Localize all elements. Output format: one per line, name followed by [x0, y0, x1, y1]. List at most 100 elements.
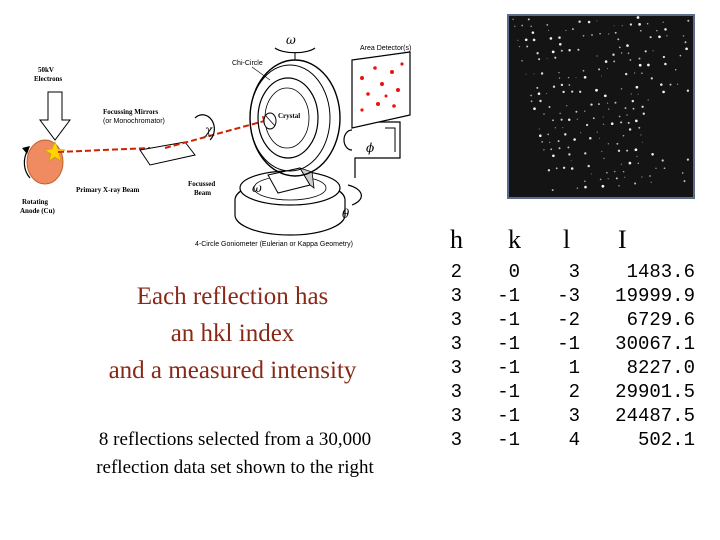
cell-l: -1 — [557, 333, 580, 355]
diffraction-spot — [681, 172, 684, 174]
diffraction-spot — [565, 29, 567, 32]
diffraction-spot — [603, 94, 607, 98]
diffraction-spot — [636, 16, 640, 19]
diffraction-spot — [685, 47, 688, 51]
diffraction-spot — [585, 123, 589, 127]
diffraction-spot — [568, 153, 571, 156]
cell-h: 3 — [450, 429, 462, 451]
diffraction-spot — [601, 150, 603, 153]
diffraction-spot — [538, 58, 541, 61]
diffraction-spot — [607, 178, 609, 180]
diffraction-spot — [592, 117, 595, 120]
diffraction-spot — [606, 102, 609, 104]
diffraction-spot — [547, 169, 551, 172]
main-caption-line-2: an hkl index — [170, 320, 295, 347]
diffraction-spot — [634, 119, 638, 123]
goniometer-label: 4-Circle Goniometer (Eulerian or Kappa G… — [195, 241, 353, 248]
header-h: h — [450, 225, 463, 254]
diffraction-spot — [601, 184, 605, 188]
diffraction-spot — [554, 56, 557, 59]
diffraction-spot — [530, 100, 533, 103]
diffraction-spot — [554, 127, 557, 129]
cell-intensity: 6729.6 — [626, 309, 695, 331]
cell-intensity: 8227.0 — [626, 357, 695, 379]
cell-k: -1 — [497, 285, 520, 307]
diffraction-spot — [521, 24, 524, 27]
rotating-anode — [26, 139, 64, 185]
diffraction-spot — [560, 83, 564, 87]
diffraction-spot — [571, 28, 574, 31]
diffraction-spot — [627, 52, 630, 55]
diffraction-spot — [559, 112, 561, 115]
electron-arrow — [39, 91, 71, 141]
cell-h: 3 — [450, 309, 462, 331]
diffraction-spot — [628, 128, 632, 131]
diffraction-spot — [526, 45, 529, 48]
diffraction-spot — [613, 25, 615, 27]
diffraction-spot — [614, 31, 617, 34]
diffraction-spot — [541, 141, 544, 143]
diffraction-spot — [649, 36, 652, 39]
diffraction-spot — [642, 112, 645, 115]
header-k: k — [508, 225, 521, 254]
diffraction-spot — [607, 68, 609, 70]
diffraction-spot — [600, 75, 602, 77]
cell-h: 3 — [450, 357, 462, 379]
diffraction-spot — [641, 105, 644, 108]
diffraction-spot — [626, 149, 629, 152]
cell-k: -1 — [497, 333, 520, 355]
diffraction-spot — [552, 119, 554, 122]
diffraction-spot — [599, 32, 601, 35]
diffraction-spot — [666, 35, 668, 37]
diffraction-spot — [664, 28, 667, 31]
chi-circle-mid — [249, 64, 331, 172]
diffraction-spot — [558, 71, 560, 74]
cell-l: -2 — [557, 309, 580, 331]
chi-circle-inner — [257, 77, 319, 159]
diffraction-spot — [686, 158, 690, 161]
chi-circle-label: Chi-Circle — [232, 60, 263, 67]
diffraction-spot — [552, 154, 555, 158]
diffraction-spot — [548, 105, 551, 109]
diffraction-spot — [596, 55, 598, 57]
cell-k: -1 — [497, 381, 520, 403]
diffraction-spot — [621, 25, 623, 27]
diffraction-spot — [598, 137, 601, 139]
phi-arc — [343, 129, 353, 151]
sub-caption: 8 reflections selected from a 30,000 ref… — [55, 426, 415, 482]
diffraction-spot — [651, 153, 654, 156]
table-header: h k l I — [430, 225, 710, 261]
primary-beam — [57, 147, 151, 153]
cell-l: 3 — [568, 405, 580, 427]
diffraction-spot — [558, 77, 561, 79]
diffraction-spot — [582, 34, 585, 37]
main-caption-line-1: Each reflection has — [136, 283, 329, 310]
diffraction-spot — [610, 122, 614, 126]
sub-caption-line-2: reflection data set shown to the right — [96, 457, 374, 478]
cell-h: 3 — [450, 333, 462, 355]
cell-intensity: 1483.6 — [626, 261, 695, 283]
diffraction-spot — [578, 20, 581, 23]
diffraction-spot — [613, 170, 616, 173]
diffraction-spot — [649, 175, 651, 177]
diffraction-spot — [570, 160, 572, 162]
diffraction-spot — [587, 164, 590, 168]
diffraction-spot — [608, 108, 610, 110]
diffraction-spot — [625, 72, 628, 76]
diffraction-spot — [622, 170, 625, 173]
chi-arc — [194, 114, 215, 141]
diffraction-spot — [543, 149, 545, 151]
diffraction-spot — [533, 73, 535, 75]
diffraction-spot — [547, 29, 550, 32]
diffraction-spot — [663, 167, 666, 170]
diffraction-spot — [647, 99, 649, 101]
diffraction-spot — [527, 18, 530, 21]
diffraction-spot — [660, 83, 663, 86]
theta-arc — [347, 184, 362, 206]
diffraction-spot — [558, 36, 561, 39]
diffraction-spot — [543, 113, 545, 115]
diffraction-spot — [628, 161, 632, 165]
focal-spot — [44, 141, 66, 162]
omega-top-symbol: ω — [286, 33, 296, 47]
